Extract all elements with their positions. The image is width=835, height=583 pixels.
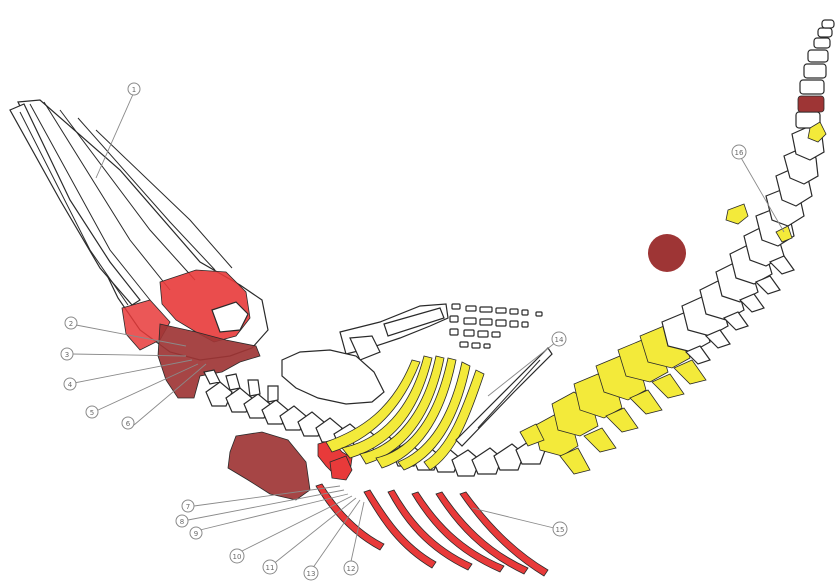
svg-text:5: 5 — [90, 409, 94, 417]
svg-text:12: 12 — [347, 565, 356, 573]
svg-text:2: 2 — [69, 320, 73, 328]
dark-red-sternum — [228, 432, 310, 500]
svg-text:10: 10 — [233, 553, 242, 561]
svg-text:13: 13 — [307, 570, 316, 578]
label-7: 7 — [182, 500, 194, 512]
dark-red-caudal-vertebra — [798, 96, 824, 112]
label-16: 16 — [732, 145, 746, 159]
svg-text:8: 8 — [180, 518, 184, 526]
label-14: 14 — [552, 332, 566, 346]
svg-text:11: 11 — [266, 564, 275, 572]
svg-text:16: 16 — [735, 149, 744, 157]
label-9: 9 — [190, 527, 202, 539]
label-2: 2 — [65, 317, 77, 329]
svg-text:15: 15 — [556, 526, 565, 534]
scapula — [282, 350, 384, 404]
label-12: 12 — [344, 561, 358, 575]
skull — [10, 100, 268, 398]
svg-text:9: 9 — [194, 530, 198, 538]
label-3: 3 — [61, 348, 73, 360]
label-13: 13 — [304, 566, 318, 580]
svg-text:1: 1 — [132, 86, 136, 94]
label-5: 5 — [86, 406, 98, 418]
label-1: 1 — [128, 83, 140, 95]
svg-text:7: 7 — [186, 503, 190, 511]
svg-text:6: 6 — [126, 420, 131, 428]
label-6: 6 — [122, 417, 134, 429]
label-10: 10 — [230, 549, 244, 563]
pelvic-bone-dot — [648, 234, 686, 272]
svg-text:14: 14 — [555, 336, 564, 344]
caudal-vertebrae — [662, 20, 834, 364]
svg-text:3: 3 — [65, 351, 69, 359]
label-4: 4 — [64, 378, 76, 390]
label-11: 11 — [263, 560, 277, 574]
yellow-chevron-a — [726, 204, 748, 224]
flipper — [340, 304, 542, 360]
flipper-phalanges — [450, 304, 542, 348]
svg-text:4: 4 — [68, 381, 73, 389]
label-8: 8 — [176, 515, 188, 527]
label-15: 15 — [553, 522, 567, 536]
